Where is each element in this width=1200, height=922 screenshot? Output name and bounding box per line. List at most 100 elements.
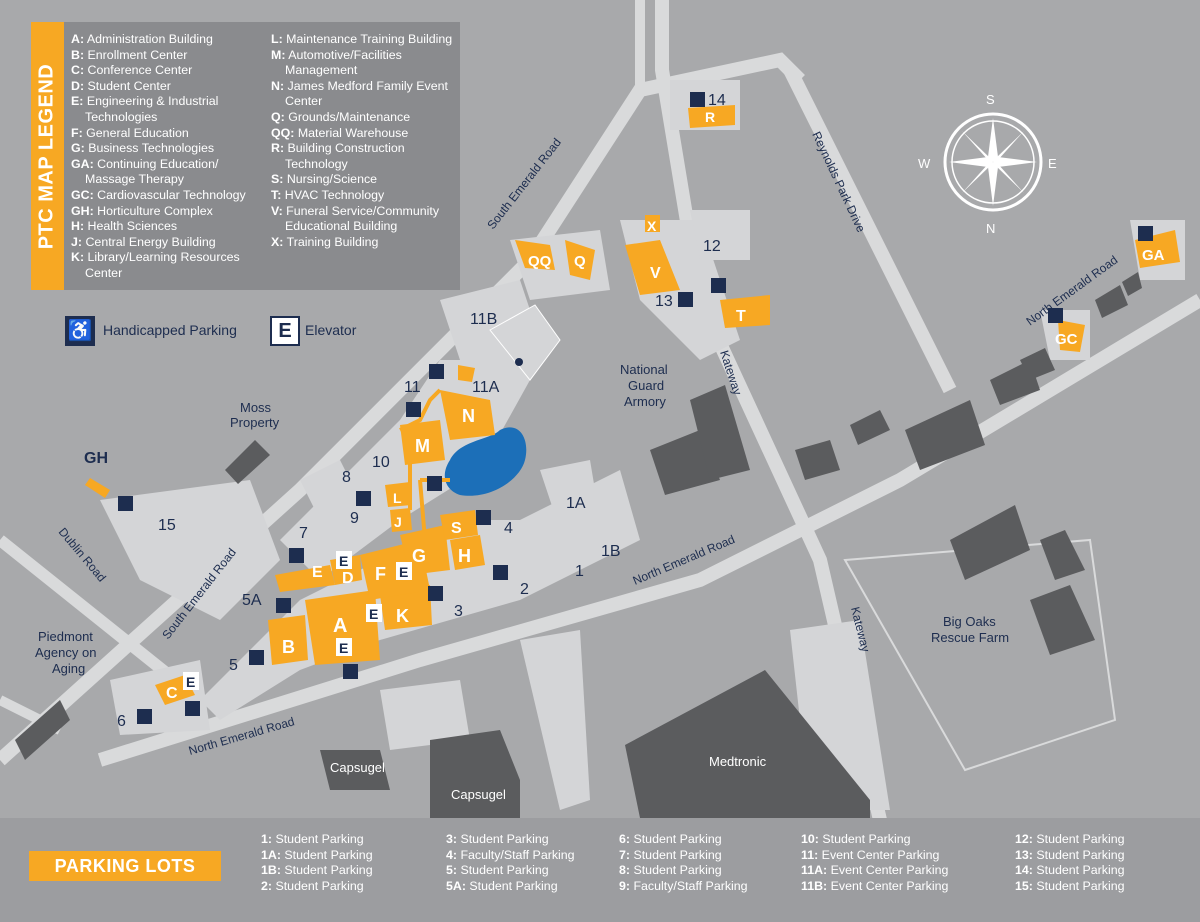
parking-lot-entry-code: 1B: bbox=[261, 863, 281, 878]
building-GH[interactable]: GH bbox=[84, 450, 108, 467]
parking-lot-entry-code: 1A: bbox=[261, 847, 281, 862]
lot-5A[interactable]: 5A bbox=[242, 592, 262, 609]
legend-item-name: Maintenance Training Building bbox=[282, 32, 453, 46]
building-V[interactable]: V bbox=[650, 265, 661, 282]
legend-item-code: Q: bbox=[271, 109, 285, 124]
place-capsugel: Capsugel bbox=[451, 787, 506, 802]
building-QQ[interactable]: QQ bbox=[528, 253, 552, 270]
lot-11A[interactable]: 11A bbox=[472, 379, 500, 396]
building-M[interactable]: M bbox=[415, 436, 430, 456]
parking-lot-entry: 1: Student Parking bbox=[261, 832, 373, 848]
building-C[interactable]: C bbox=[166, 685, 178, 702]
legend-item-name: Horticulture Complex bbox=[93, 203, 213, 218]
parking-lot-entry: 15: Student Parking bbox=[1015, 879, 1125, 895]
place-big-oaks: Big Oaks bbox=[943, 614, 996, 629]
building-Q[interactable]: Q bbox=[574, 253, 586, 270]
building-R[interactable]: R bbox=[705, 109, 715, 125]
legend-item-name: Conference Center bbox=[84, 63, 193, 78]
legend-item-name: Grounds/Maintenance bbox=[284, 109, 411, 124]
legend-item: G: Business Technologies bbox=[71, 141, 271, 157]
lot-2[interactable]: 2 bbox=[520, 581, 529, 598]
parking-lot-entry: 2: Student Parking bbox=[261, 879, 373, 895]
legend-item: T: HVAC Technology bbox=[271, 188, 456, 204]
lot-1[interactable]: 1 bbox=[575, 563, 584, 580]
lot-1B[interactable]: 1B bbox=[601, 543, 621, 560]
building-GC[interactable]: GC bbox=[1055, 331, 1078, 348]
lot-11[interactable]: 11 bbox=[404, 379, 421, 396]
legend-item-code: A: bbox=[71, 32, 85, 46]
building-L[interactable]: L bbox=[393, 490, 402, 506]
building-J[interactable]: J bbox=[394, 514, 402, 530]
walkway bbox=[399, 388, 450, 541]
parking-lot-entry-name: Faculty/Staff Parking bbox=[457, 847, 575, 862]
lot-13[interactable]: 13 bbox=[655, 293, 673, 310]
building-E1[interactable]: E bbox=[312, 564, 323, 581]
building-A[interactable]: A bbox=[333, 615, 347, 637]
building-T[interactable]: T bbox=[736, 308, 746, 325]
elevator-marker: E bbox=[186, 674, 195, 690]
place-piedmont: Aging bbox=[52, 661, 85, 676]
place-moss: Property bbox=[230, 415, 280, 430]
building-N[interactable]: N bbox=[462, 406, 475, 426]
legend-item: R: Building Construction Technology bbox=[271, 141, 456, 172]
lot-10[interactable]: 10 bbox=[372, 454, 390, 471]
parking-lot-entry: 4: Faculty/Staff Parking bbox=[446, 848, 575, 864]
legend-item-code: R: bbox=[271, 141, 285, 156]
parking-lot-entry-code: 1: bbox=[261, 832, 273, 846]
building-B[interactable]: B bbox=[282, 637, 295, 657]
parking-lot-entry: 7: Student Parking bbox=[619, 848, 748, 864]
legend-title-bar: PTC MAP LEGEND bbox=[31, 22, 64, 290]
legend-item: C: Conference Center bbox=[71, 63, 271, 79]
legend-item-name: HVAC Technology bbox=[281, 187, 385, 202]
parking-lot-entry-name: Student Parking bbox=[457, 832, 549, 846]
parking-lot-entry-name: Event Center Parking bbox=[827, 878, 949, 893]
parking-lot-entry-name: Event Center Parking bbox=[827, 863, 949, 878]
lot-9[interactable]: 9 bbox=[350, 510, 359, 527]
building-H[interactable]: H bbox=[458, 546, 471, 566]
parking-lot-entry-code: 12: bbox=[1015, 832, 1033, 846]
parking-lot-entry-code: 10: bbox=[801, 832, 819, 846]
building-X[interactable]: X bbox=[647, 218, 657, 234]
building-G[interactable]: G bbox=[412, 546, 426, 566]
lot-12[interactable]: 12 bbox=[703, 238, 721, 255]
parking-lot-entry-name: Student Parking bbox=[1032, 832, 1125, 846]
lot-7[interactable]: 7 bbox=[299, 525, 308, 542]
legend-item: QQ: Material Warehouse bbox=[271, 126, 456, 142]
legend-item-name: Material Warehouse bbox=[294, 125, 409, 140]
legend-item-name: Training Building bbox=[283, 234, 379, 249]
map-legend: PTC MAP LEGEND A: Administration Buildin… bbox=[31, 22, 460, 290]
lot-4[interactable]: 4 bbox=[504, 520, 513, 537]
parking-lot-entry-code: 7: bbox=[619, 847, 631, 862]
lot-8[interactable]: 8 bbox=[342, 469, 351, 486]
parking-lot-entry: 13: Student Parking bbox=[1015, 848, 1125, 864]
legend-item: M: Automotive/Facilities Management bbox=[271, 48, 456, 79]
legend-item-code: S: bbox=[271, 172, 284, 187]
building-GA[interactable]: GA bbox=[1142, 247, 1165, 264]
building-F[interactable]: F bbox=[375, 564, 386, 584]
legend-item: GH: Horticulture Complex bbox=[71, 204, 271, 220]
building-D[interactable]: D bbox=[342, 570, 354, 587]
parking-lot-entry-code: 6: bbox=[619, 832, 631, 846]
building-K[interactable]: K bbox=[396, 606, 409, 626]
building-S[interactable]: S bbox=[451, 520, 462, 537]
parking-lot-entry: 9: Faculty/Staff Parking bbox=[619, 879, 748, 895]
legend-item-name: Funeral Service/Community Educational Bu… bbox=[282, 203, 440, 234]
lot-6[interactable]: 6 bbox=[117, 713, 126, 730]
lot-15[interactable]: 15 bbox=[158, 517, 176, 534]
elevator-marker: E bbox=[369, 606, 378, 622]
place-big-oaks: Rescue Farm bbox=[931, 630, 1009, 645]
lot-1A[interactable]: 1A bbox=[566, 495, 586, 512]
lot-14[interactable]: 14 bbox=[708, 92, 726, 109]
lot-3[interactable]: 3 bbox=[454, 603, 463, 620]
wheelchair-icon: ♿ bbox=[65, 316, 95, 346]
parking-lot-entry-name: Student Parking bbox=[272, 878, 364, 893]
road-label-dublin: Dublin Road bbox=[56, 525, 109, 585]
lot-5[interactable]: 5 bbox=[229, 657, 238, 674]
lot-11B[interactable]: 11B bbox=[470, 311, 497, 328]
place-national-guard: Armory bbox=[624, 394, 666, 409]
parking-lot-entry-name: Faculty/Staff Parking bbox=[630, 878, 748, 893]
